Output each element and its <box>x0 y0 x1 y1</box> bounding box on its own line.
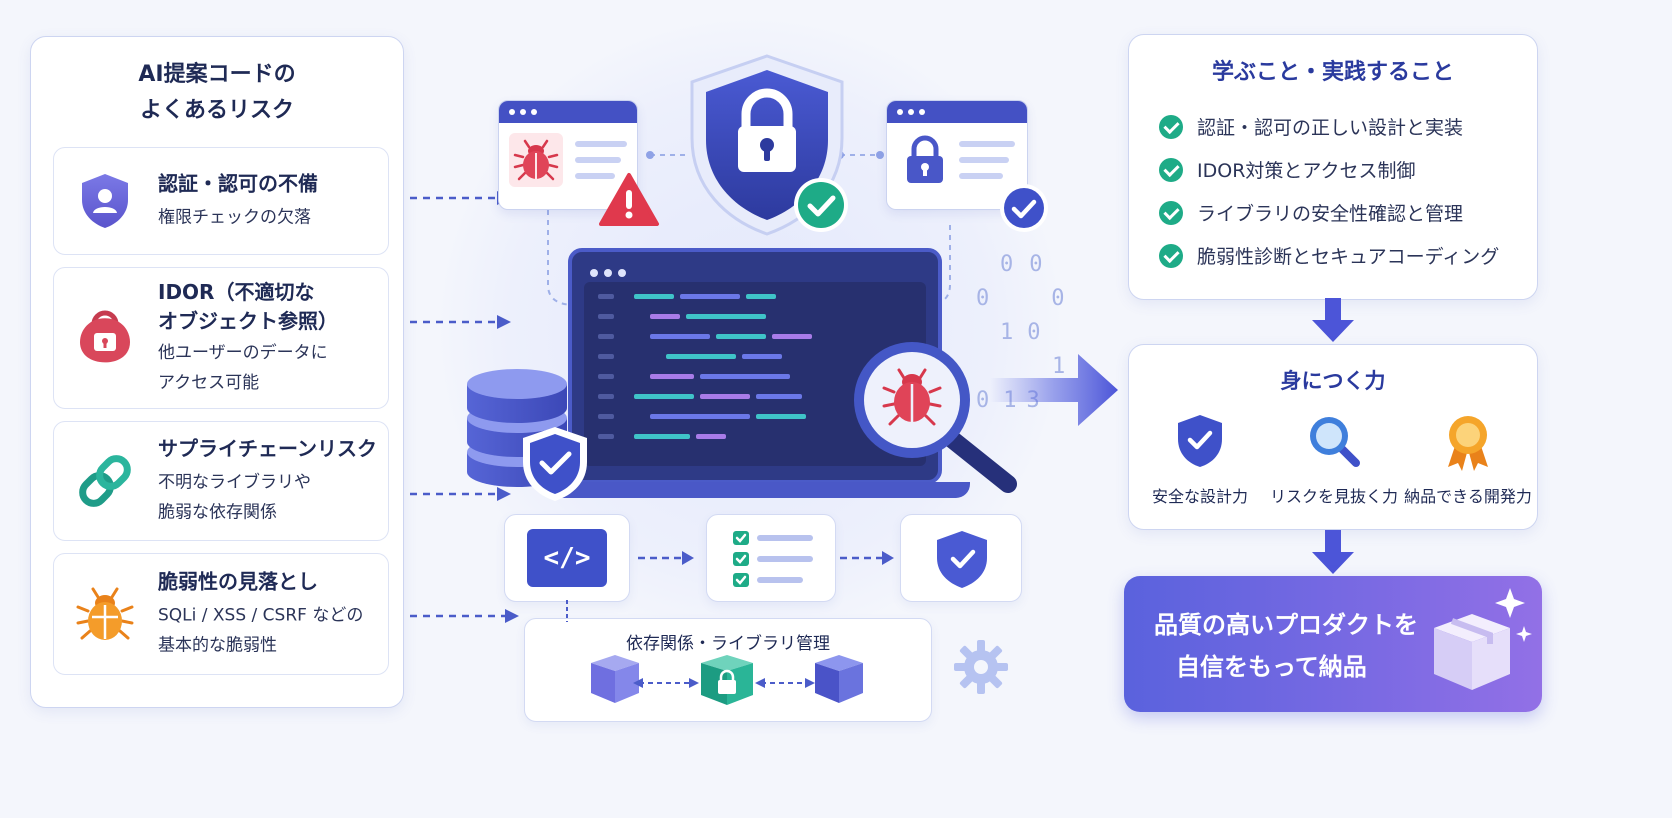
check-circle-icon <box>1159 114 1183 139</box>
risk-card-idor: IDOR（不適切な オブジェクト参照） 他ユーザーのデータに アクセス可能 <box>53 267 389 409</box>
chain-link-icon <box>74 450 136 512</box>
dependency-label: 依存関係・ライブラリ管理 <box>626 634 830 654</box>
vertical-connector <box>566 600 568 622</box>
code-icon: </> <box>527 529 607 587</box>
checklist-tile <box>706 514 836 602</box>
lock-icon <box>901 133 949 189</box>
risk-panel-title-line1: AI提案コードの <box>138 62 296 87</box>
shield-check-icon <box>518 424 592 508</box>
learn-item-label: IDOR対策とアクセス制御 <box>1197 160 1416 182</box>
learn-item-label: 脆弱性診断とセキュアコーディング <box>1197 246 1500 268</box>
workflow-arrows <box>638 551 894 565</box>
risk-panel-title-line2: よくあるリスク <box>139 98 294 123</box>
locked-window <box>886 100 1028 210</box>
shield-tile <box>900 514 1022 602</box>
magnifier-icon <box>1310 417 1360 467</box>
lock-icon <box>74 307 136 369</box>
risk-desc-idor-line1: 他ユーザーのデータに <box>158 343 328 363</box>
shield-check-icon <box>1178 415 1222 467</box>
award-ribbon-icon <box>1448 416 1488 471</box>
risk-card-auth: 認証・認可の不備 権限チェックの欠落 <box>53 147 389 255</box>
down-arrow <box>1312 530 1354 574</box>
warning-icon <box>598 172 660 232</box>
binary-digit: 0 <box>1000 252 1014 277</box>
learn-item: 脆弱性診断とセキュアコーディング <box>1159 242 1499 269</box>
learn-item-label: ライブラリの安全性確認と管理 <box>1197 203 1464 225</box>
skill-label: 納品できる開発力 <box>1404 487 1532 506</box>
learn-panel: 学ぶこと・実践すること 認証・認可の正しい設計と実装 IDOR対策とアクセス制御… <box>1128 34 1538 300</box>
risk-desc-vulnerability-line2: 基本的な脆弱性 <box>158 635 277 656</box>
code-tile: </> <box>504 514 630 602</box>
learn-item: 認証・認可の正しい設計と実装 <box>1159 113 1463 140</box>
bug-window <box>498 100 638 210</box>
package-icon <box>1434 588 1532 690</box>
risk-title-idor-line1: IDOR（不適切な <box>158 280 315 304</box>
skill-label: リスクを見抜く力 <box>1269 487 1398 506</box>
risk-panel: AI提案コードの よくあるリスク 認証・認可の不備 権限チェックの欠落 <box>30 36 404 708</box>
check-circle-icon <box>1159 157 1183 182</box>
risk-desc-vulnerability-line1: SQLi / XSS / CSRF などの <box>158 605 364 626</box>
checklist-icon <box>733 531 813 587</box>
bug-icon <box>74 583 136 645</box>
risk-title-supply-chain: サプライチェーンリスク <box>158 436 377 461</box>
risk-card-vulnerability: 脆弱性の見落とし SQLi / XSS / CSRF などの 基本的な脆弱性 <box>53 553 389 675</box>
check-circle-icon <box>1159 243 1183 268</box>
flow-arrow <box>990 354 1118 426</box>
skills-panel-title: 身につく力 <box>1280 369 1386 393</box>
result-line1: 品質の高いプロダクトを <box>1154 611 1418 639</box>
package-icon <box>591 655 639 703</box>
user-shield-icon <box>74 170 136 232</box>
binary-digit: 0 <box>976 286 990 311</box>
learn-panel-title: 学ぶこと・実践すること <box>1211 60 1454 85</box>
risk-title-auth: 認証・認可の不備 <box>158 171 318 196</box>
check-circle-icon <box>1159 200 1183 225</box>
skill-design: 安全な設計力 <box>1135 413 1265 507</box>
risk-desc-idor-line2: アクセス可能 <box>158 373 260 393</box>
learn-item-label: 認証・認可の正しい設計と実装 <box>1197 117 1464 139</box>
gear-icon <box>952 638 1010 700</box>
binary-digit: 0 <box>1051 286 1065 311</box>
skill-label: 安全な設計力 <box>1151 487 1248 506</box>
binary-digit: 1 <box>1052 354 1066 379</box>
locked-package-icon <box>701 655 753 705</box>
result-banner: 品質の高いプロダクトを 自信をもって納品 <box>1124 576 1542 712</box>
binary-digit: 1 <box>1000 320 1014 345</box>
binary-digit: 0 <box>976 388 990 413</box>
shield-check-icon <box>937 531 987 588</box>
binary-digit: 0 <box>1029 252 1043 277</box>
result-line2: 自信をもって納品 <box>1176 653 1367 681</box>
package-icon <box>815 655 863 703</box>
learn-item: ライブラリの安全性確認と管理 <box>1159 199 1463 226</box>
risk-card-supply-chain: サプライチェーンリスク 不明なライブラリや 脆弱な依存関係 <box>53 421 389 541</box>
laptop-base <box>540 482 970 498</box>
bug-icon <box>509 133 563 187</box>
dependency-panel: 依存関係・ライブラリ管理 <box>524 618 932 722</box>
risk-desc-auth: 権限チェックの欠落 <box>158 207 311 228</box>
skill-delivery: 納品できる開発力 <box>1403 413 1533 507</box>
binary-digit: 0 <box>1027 320 1041 345</box>
check-badge-icon <box>998 182 1050 238</box>
skills-panel: 身につく力 安全な設計力 リスクを見抜く力 納品できる開発力 <box>1128 344 1538 530</box>
risk-panel-title: AI提案コードの よくあるリスク <box>31 57 403 129</box>
risk-title-idor-line2: オブジェクト参照） <box>158 309 338 333</box>
check-badge-icon <box>792 176 850 238</box>
learn-item: IDOR対策とアクセス制御 <box>1159 156 1415 183</box>
risk-desc-supply-chain-line1: 不明なライブラリや <box>158 472 311 493</box>
risk-title-vulnerability: 脆弱性の見落とし <box>158 569 318 594</box>
magnifier-bug-icon <box>848 336 1028 500</box>
skill-risk: リスクを見抜く力 <box>1269 413 1399 507</box>
risk-desc-supply-chain-line2: 脆弱な依存関係 <box>158 502 277 523</box>
down-arrow <box>1312 298 1354 342</box>
